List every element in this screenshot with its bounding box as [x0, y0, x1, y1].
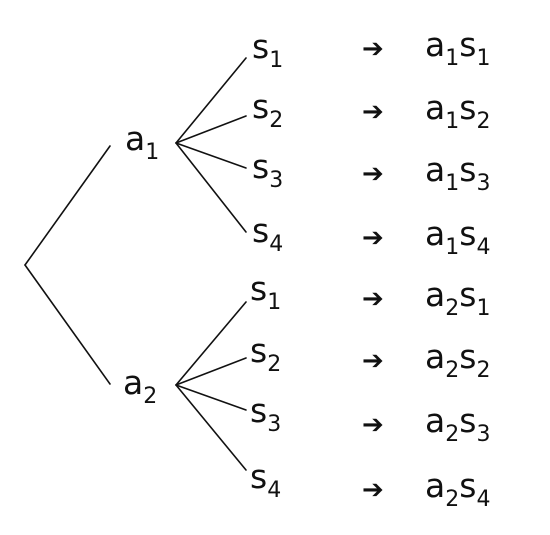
outcome-a2s1: a2s1: [425, 275, 491, 321]
branch-a2-s2: [175, 357, 247, 386]
outcome-a1s1: a1s1: [425, 25, 491, 71]
node-a1: a1: [125, 119, 160, 165]
node-a2-s3: s3: [250, 391, 282, 437]
node-a2-s2: s2: [250, 331, 282, 377]
branch-a2-s3: [175, 384, 247, 411]
arrow-icon: ➔: [362, 284, 384, 314]
node-a1-s2: s2: [252, 87, 284, 133]
branch-root-a2: [24, 264, 111, 385]
node-a2-s4: s4: [250, 457, 282, 503]
arrow-icon: ➔: [362, 475, 384, 505]
outcome-a2s4: a2s4: [425, 466, 491, 512]
outcome-a1s2: a1s2: [425, 88, 491, 134]
node-a1-s1: s1: [252, 27, 284, 73]
arrow-icon: ➔: [362, 159, 384, 189]
outcome-a1s3: a1s3: [425, 150, 491, 196]
branch-a1-s3: [175, 142, 247, 169]
node-a2-s1: s1: [250, 269, 282, 315]
branch-root-a1: [24, 145, 111, 266]
node-a1-s4: s4: [252, 211, 284, 257]
arrow-icon: ➔: [362, 410, 384, 440]
arrow-icon: ➔: [362, 223, 384, 253]
arrow-icon: ➔: [362, 34, 384, 64]
branch-a1-s2: [175, 115, 247, 144]
node-a1-s3: s3: [252, 147, 284, 193]
branch-a1-s4: [175, 142, 247, 233]
branch-a2-s4: [175, 384, 247, 471]
branch-a1-s1: [175, 57, 247, 144]
node-a2: a2: [123, 363, 158, 409]
outcome-a1s4: a1s4: [425, 214, 491, 260]
branch-a2-s1: [175, 301, 247, 386]
outcome-a2s2: a2s2: [425, 337, 491, 383]
arrow-icon: ➔: [362, 346, 384, 376]
outcome-a2s3: a2s3: [425, 401, 491, 447]
arrow-icon: ➔: [362, 97, 384, 127]
